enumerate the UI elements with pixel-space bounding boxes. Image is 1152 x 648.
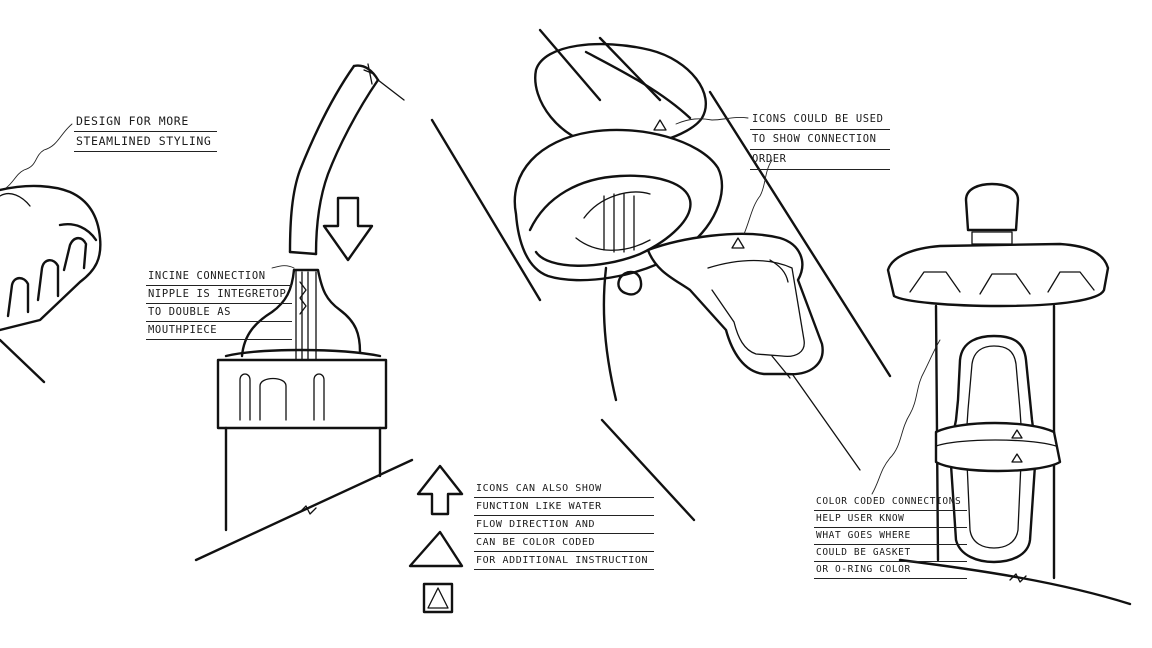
coupling-sketch xyxy=(430,28,892,522)
note-color-coded: Color coded connections help user know w… xyxy=(814,494,968,579)
bottle-sketch xyxy=(886,182,1132,606)
note-line: flow direction and xyxy=(474,516,655,534)
triangle-icon-lower xyxy=(731,237,745,249)
note-icons-order: Icons could be used to show connection o… xyxy=(750,110,890,170)
note-line: nipple is integretop xyxy=(146,286,293,304)
leader-inline xyxy=(271,265,295,269)
mouthpiece-sketch xyxy=(194,63,414,562)
note-line: Icons could be used xyxy=(750,110,890,130)
leader-icons-order xyxy=(675,117,749,125)
triangle-icon-bottle-lower xyxy=(1011,453,1023,463)
note-line: Color coded connections xyxy=(814,494,968,511)
square-triangle-icon xyxy=(422,582,454,614)
triangle-icon-upper xyxy=(653,119,667,131)
note-line: could be gasket xyxy=(814,545,968,562)
note-streamlined: Design for more steamlined styling xyxy=(74,112,218,152)
note-line: order xyxy=(750,150,890,170)
note-line: to double as xyxy=(146,304,293,322)
note-line: Icons can also show xyxy=(474,480,655,498)
note-line: can be color coded xyxy=(474,534,655,552)
note-icons-function: Icons can also show function like water … xyxy=(474,480,655,570)
note-line: to show connection xyxy=(750,130,890,150)
note-line: what goes where xyxy=(814,528,968,545)
note-line: Incine connection xyxy=(146,268,293,286)
note-line: for additional instruction xyxy=(474,552,655,570)
leader-streamlined xyxy=(5,123,73,189)
icon-legend xyxy=(408,464,464,614)
triangle-icon-bottle-upper xyxy=(1011,429,1023,439)
up-arrow-icon xyxy=(416,464,464,516)
triangle-icon xyxy=(408,530,464,568)
note-line: Design for more xyxy=(74,112,218,132)
leader-icons-order-2 xyxy=(743,159,773,235)
note-line: steamlined styling xyxy=(74,132,218,152)
note-inline-connection: Incine connection nipple is integretop t… xyxy=(146,268,293,340)
leader-color-coded xyxy=(871,339,941,495)
note-line: or o-ring color xyxy=(814,562,968,579)
note-line: function like water xyxy=(474,498,655,516)
note-line: mouthpiece xyxy=(146,322,293,340)
note-line: help user know xyxy=(814,511,968,528)
hand-sketch xyxy=(0,184,102,384)
